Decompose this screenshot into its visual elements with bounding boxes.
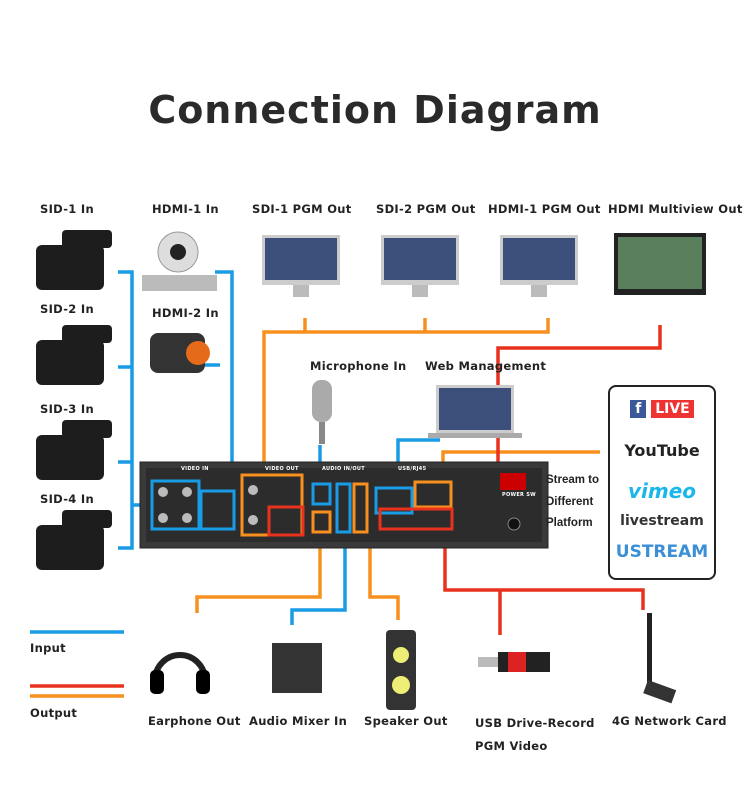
label-usb-record: USB Drive-Record: [475, 716, 595, 730]
panel-audio: AUDIO IN/OUT: [322, 466, 365, 472]
audio-mixer-icon: [272, 643, 322, 693]
monitor-icon: [500, 235, 578, 297]
label-mixer: Audio Mixer In: [249, 714, 348, 728]
camera-icon: [36, 420, 112, 480]
panel-usb: USB/RJ45: [398, 466, 427, 472]
label-stream-1: Stream to: [546, 474, 600, 486]
label-sdi4-in: SID-4 In: [40, 492, 94, 506]
camera-icon: [36, 325, 112, 385]
youtube-logo: YouTube: [624, 441, 700, 460]
panel-video-out: VIDEO OUT: [265, 466, 299, 472]
vimeo-logo: vimeo: [627, 479, 697, 503]
camera-icons: [36, 230, 112, 570]
monitor-icons: [262, 233, 706, 297]
label-stream-3: Platform: [546, 517, 593, 529]
multiview-monitor-icon: [614, 233, 706, 295]
label-stream-2: Different: [546, 496, 594, 508]
label-sdi1-in: SID-1 In: [40, 202, 94, 216]
label-sdi3-in: SID-3 In: [40, 402, 94, 416]
box-camera-icon: [150, 333, 210, 373]
label-sdi2-pgm: SDI-2 PGM Out: [376, 202, 476, 216]
panel-video-in: VIDEO IN: [181, 466, 209, 472]
label-earphone: Earphone Out: [148, 714, 241, 728]
label-sdi1-pgm: SDI-1 PGM Out: [252, 202, 352, 216]
laptop-icon: [428, 385, 522, 438]
monitor-icon: [262, 235, 340, 297]
label-hdmi1-pgm: HDMI-1 PGM Out: [488, 202, 601, 216]
label-sdi2-in: SID-2 In: [40, 302, 94, 316]
platform-box: f LIVE YouTube vimeo livestream USTREAM: [608, 385, 716, 580]
camera-icon: [36, 230, 112, 290]
monitor-icon: [381, 235, 459, 297]
network-card-icon: [643, 613, 677, 704]
ptz-camera-icon: [142, 231, 217, 291]
label-mic: Microphone In: [310, 359, 407, 373]
panel-power: POWER SW: [502, 492, 536, 498]
usb-drive-icon: [478, 652, 550, 672]
label-multiview: HDMI Multiview Out: [608, 202, 743, 216]
speaker-icon: [386, 630, 416, 710]
facebook-live-logo: LIVE: [651, 400, 694, 418]
label-hdmi2-in: HDMI-2 In: [152, 306, 219, 320]
livestream-logo: livestream: [620, 513, 704, 529]
legend-output: Output: [30, 706, 78, 720]
label-4g-card: 4G Network Card: [612, 714, 727, 728]
headphone-icon: [150, 652, 210, 694]
microphone-icon: [312, 380, 332, 444]
label-web: Web Management: [425, 359, 547, 373]
label-pgm-video: PGM Video: [475, 739, 548, 753]
ustream-logo: USTREAM: [615, 542, 709, 562]
label-hdmi1-in: HDMI-1 In: [152, 202, 219, 216]
facebook-icon: f: [630, 400, 647, 418]
output-lines: [30, 318, 600, 698]
camera-icon: [36, 510, 112, 570]
label-speaker: Speaker Out: [364, 714, 448, 728]
switcher-rear-panel: [139, 461, 549, 549]
legend-input: Input: [30, 641, 66, 655]
diagram-title: Connection Diagram: [148, 88, 602, 132]
